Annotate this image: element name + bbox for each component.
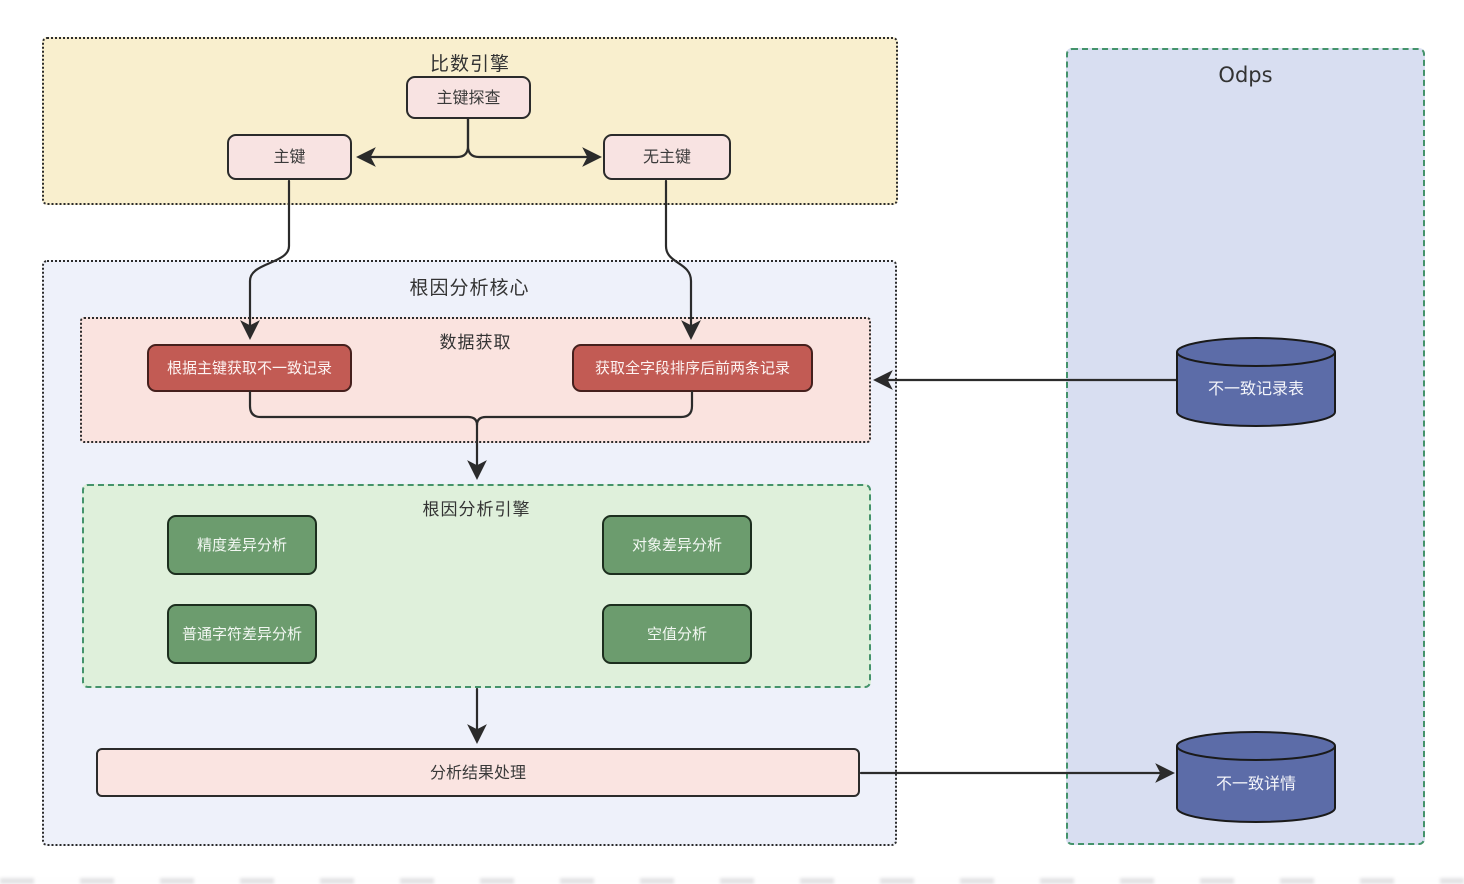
node-fetch-sorted-records: 获取全字段排序后前两条记录 xyxy=(572,344,813,392)
odps-title: Odps xyxy=(1218,63,1273,87)
node-result-processing: 分析结果处理 xyxy=(96,748,860,797)
compare-engine-panel: 比数引擎 xyxy=(42,37,898,205)
odps-panel: Odps xyxy=(1066,48,1425,845)
node-object-diff-analysis: 对象差异分析 xyxy=(602,515,752,575)
analysis-engine-title: 根因分析引擎 xyxy=(422,500,531,520)
root-cause-core-title: 根因分析核心 xyxy=(409,277,530,299)
bottom-edge-artifact xyxy=(0,878,1464,884)
node-char-diff-analysis: 普通字符差异分析 xyxy=(167,604,317,664)
node-primary-key: 主键 xyxy=(227,134,352,180)
node-no-primary-key: 无主键 xyxy=(603,134,731,180)
node-fetch-by-primary-key: 根据主键获取不一致记录 xyxy=(147,344,352,392)
data-fetch-title: 数据获取 xyxy=(439,333,512,353)
node-precision-diff-analysis: 精度差异分析 xyxy=(167,515,317,575)
node-primary-key-probe: 主键探查 xyxy=(406,76,531,119)
compare-engine-title: 比数引擎 xyxy=(429,53,510,75)
node-null-analysis: 空值分析 xyxy=(602,604,752,664)
